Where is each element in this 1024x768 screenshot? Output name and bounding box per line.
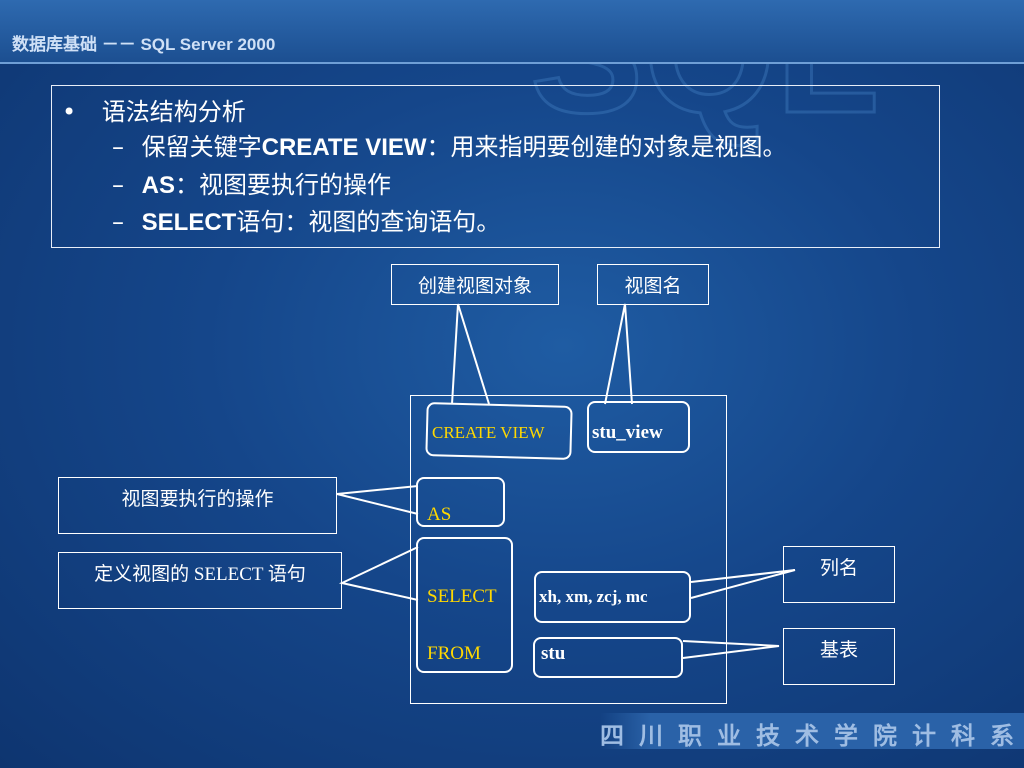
label-define-select: 定义视图的 SELECT 语句	[58, 552, 342, 609]
syntax-analysis-panel: • 语法结构分析 – 保留关键字CREATE VIEW：用来指明要创建的对象是视…	[51, 85, 940, 248]
label-base-table: 基表	[783, 628, 895, 685]
code-view-name: stu_view	[592, 422, 663, 443]
item-keyword: CREATE VIEW	[261, 134, 427, 161]
dash-marker: –	[112, 208, 124, 236]
item-suffix: ：视图要执行的操作	[174, 171, 391, 199]
bullet-marker: •	[62, 98, 77, 126]
slide-header-title: 数据库基础 －－ SQL Server 2000	[12, 35, 276, 54]
syntax-item-create-view: – 保留关键字CREATE VIEW：用来指明要创建的对象是视图。	[112, 127, 787, 162]
dash-marker: –	[112, 171, 124, 199]
code-as: AS	[427, 504, 452, 525]
code-columns: xh, xm, zcj, mc	[539, 587, 648, 606]
footer-band	[600, 713, 1024, 749]
label-view-operation: 视图要执行的操作	[58, 477, 337, 534]
item-prefix: 保留关键字	[141, 133, 262, 161]
syntax-item-as: – AS：视图要执行的操作	[112, 165, 391, 200]
label-create-view-object: 创建视图对象	[391, 264, 559, 305]
code-create-view: CREATE VIEW	[432, 423, 545, 442]
header-band	[0, 0, 1024, 64]
columns-box	[534, 571, 691, 623]
item-keyword: SELECT	[141, 209, 237, 236]
syntax-heading-line: • 语法结构分析	[62, 92, 246, 127]
select-from-keyword-box	[416, 537, 513, 673]
code-from: FROM	[427, 643, 481, 664]
syntax-heading: 语法结构分析	[101, 98, 246, 126]
view-name-box	[587, 401, 690, 453]
syntax-item-select: – SELECT语句：视图的查询语句。	[112, 202, 500, 237]
item-keyword: AS	[141, 172, 175, 199]
label-view-name: 视图名	[597, 264, 709, 305]
item-suffix: ：用来指明要创建的对象是视图。	[426, 133, 787, 161]
table-box	[533, 637, 683, 678]
code-select: SELECT	[427, 586, 497, 607]
item-suffix: 语句：视图的查询语句。	[236, 208, 501, 236]
footer-department-text: 四川职业技术学院计科系	[600, 721, 1024, 750]
label-column-names: 列名	[783, 546, 895, 603]
code-table: stu	[541, 643, 566, 664]
dash-marker: –	[112, 133, 124, 161]
